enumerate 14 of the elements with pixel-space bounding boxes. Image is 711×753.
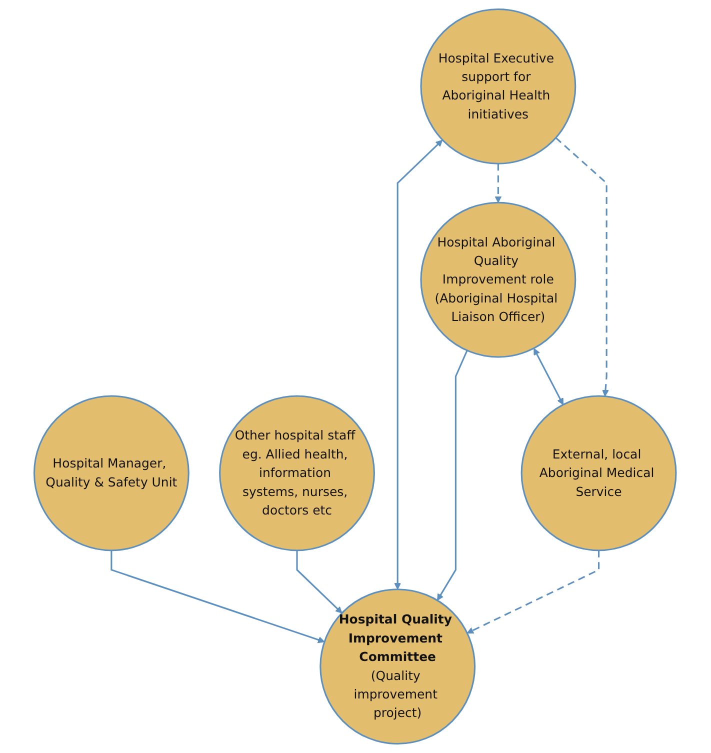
arrow bbox=[394, 140, 443, 590]
arrow bbox=[296, 550, 343, 614]
arrow bbox=[556, 137, 610, 397]
arrow bbox=[111, 550, 326, 644]
node-circle: Hospital Quality Improvement Committee (Quality improvement project) bbox=[320, 588, 476, 745]
node-circle: External, local Aboriginal Medical Service bbox=[521, 395, 678, 552]
node-circle: Other hospital staff eg. Allied health, information systems, nurses, doctors etc bbox=[219, 395, 376, 552]
node-circle: Hospital Manager, Quality & Safety Unit bbox=[34, 395, 190, 552]
arrow bbox=[534, 348, 564, 405]
node-circle: Hospital Executive support for Aboriginal Health initiatives bbox=[420, 8, 577, 164]
arrow bbox=[495, 164, 502, 203]
arrow bbox=[437, 350, 468, 601]
arrow bbox=[467, 550, 600, 634]
node-circle: Hospital Aboriginal Quality Improvement role (Aboriginal Hospital Liaison Officer) bbox=[420, 202, 577, 358]
